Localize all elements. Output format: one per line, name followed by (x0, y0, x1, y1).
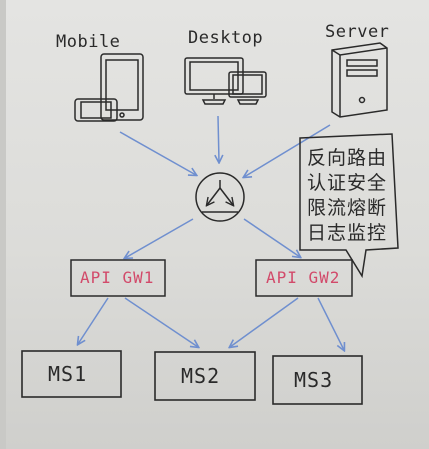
server-tower-icon (331, 42, 388, 118)
note-line-3: 限流熔断 (307, 197, 388, 219)
note-line-1: 反向路由 (307, 147, 388, 169)
arrow-lb-to-gw2 (243, 218, 300, 257)
arrow-gw2-to-ms3 (317, 297, 344, 350)
arrow-desktop-to-lb (218, 115, 219, 162)
arrow-gw1-to-ms2 (124, 297, 198, 347)
arrow-server-to-lb (244, 124, 331, 177)
phone-tablet-icon (74, 53, 144, 122)
service-box-2 (154, 351, 256, 401)
gateway-arrows (78, 297, 344, 350)
client-arrows (119, 115, 331, 177)
service-box-3 (272, 355, 363, 405)
arrow-gw1-to-ms1 (78, 297, 109, 344)
arrow-gw2-to-ms2 (230, 297, 299, 347)
gateway-label-2: API GW2 (266, 268, 341, 287)
note-line-2: 认证安全 (307, 172, 388, 194)
service-label-1: MS1 (48, 362, 88, 386)
client-label-mobile: Mobile (56, 32, 121, 52)
arrow-lb-to-gw1 (125, 218, 194, 258)
gateway-box-1 (70, 259, 166, 297)
service-label-3: MS3 (294, 368, 334, 392)
note-bubble (299, 133, 399, 279)
monitor-icon (184, 57, 267, 105)
gateway-box-2 (255, 259, 353, 297)
lb-arrows (125, 218, 300, 258)
service-label-2: MS2 (181, 364, 221, 388)
load-balancer-icon (195, 172, 245, 222)
client-label-desktop: Desktop (188, 28, 264, 48)
note-line-4: 日志监控 (307, 222, 388, 244)
client-label-server: Server (325, 22, 390, 42)
service-box-1 (21, 350, 122, 398)
gateway-label-1: API GW1 (80, 268, 155, 287)
board-edge (0, 0, 6, 449)
arrow-mobile-to-lb (119, 131, 196, 175)
